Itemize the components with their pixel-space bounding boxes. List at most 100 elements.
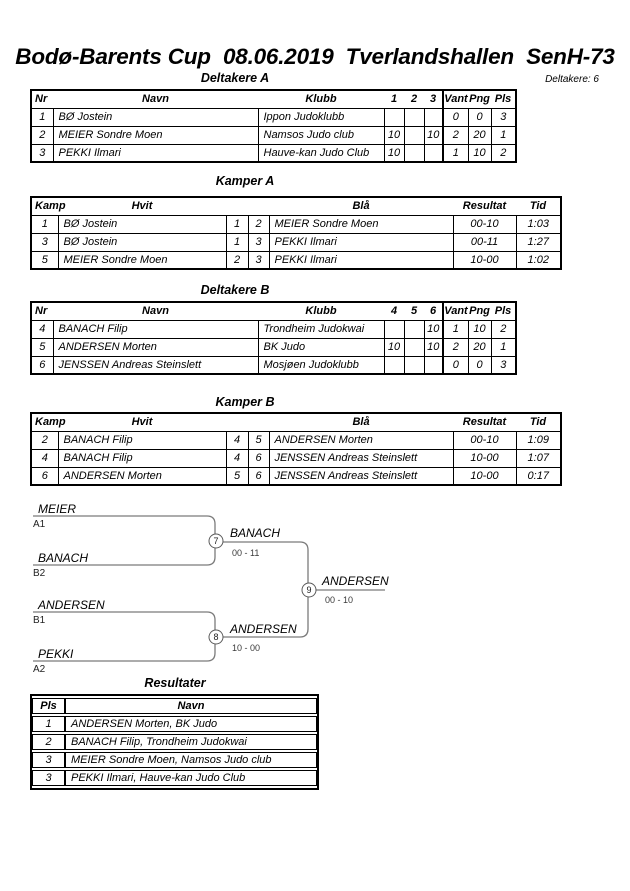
cell-pls: 3: [490, 355, 517, 375]
cell-klubb: BK Judo: [257, 337, 385, 357]
cell-score-4: 10: [383, 337, 405, 357]
cell-score-6: 10: [423, 319, 444, 339]
cell-hvit-nr: 5: [225, 466, 249, 486]
participants-count: Deltakere: 6: [545, 74, 599, 85]
cell-bla: JENSSEN Andreas Steinslett: [268, 466, 454, 486]
cell-bla-nr: 6: [247, 448, 270, 468]
cell-png: 20: [467, 337, 492, 357]
page-title: Bodø-Barents Cup 08.06.2019 Tverlandshal…: [15, 44, 615, 69]
col-header-navn: Navn: [65, 698, 317, 714]
cell-kamp: 5: [30, 250, 59, 270]
table-row: 3 BØ Jostein 1 3 PEKKI Ilmari 00-11 1:27: [30, 232, 562, 252]
cell-pls: 1: [32, 716, 65, 732]
cell-hvit-nr: 1: [225, 214, 249, 234]
cell-navn: BANACH Filip: [52, 319, 259, 339]
cell-score-3: 10: [423, 125, 444, 145]
cell-navn: PEKKI Ilmari: [52, 143, 259, 163]
cell-bla: JENSSEN Andreas Steinslett: [268, 448, 454, 468]
cell-score-4: [383, 319, 405, 339]
col-header-resultat: Resultat: [453, 196, 516, 216]
table-header-row: Nr Navn Klubb 1 2 3 Vant Png Pls: [31, 89, 516, 109]
cell-resultat: 10-00: [452, 448, 517, 468]
table-row: 2 MEIER Sondre Moen Namsos Judo club 10 …: [30, 125, 517, 145]
col-header-vant: Vant: [442, 301, 468, 321]
cell-bla-nr: 2: [247, 214, 270, 234]
cell-hvit: BØ Jostein: [57, 232, 227, 252]
cell-score-5: [403, 337, 425, 357]
cell-pls: 2: [490, 143, 517, 163]
cell-klubb: Hauve-kan Judo Club: [257, 143, 385, 163]
table-row: 2 BANACH Filip 4 5 ANDERSEN Morten 00-10…: [30, 430, 562, 450]
deltakere-b-table: Nr Navn Klubb 4 5 6 Vant Png Pls 4 BANAC…: [30, 301, 517, 375]
cell-png: 20: [467, 125, 492, 145]
match-8-score: 10 - 00: [232, 643, 260, 653]
col-header-tid: Tid: [516, 196, 561, 216]
col-header-bla: Blå: [269, 196, 453, 216]
kamper-b-table: Kamp Hvit Blå Resultat Tid 2 BANACH Fili…: [30, 412, 562, 486]
table-row: 3 MEIER Sondre Moen, Namsos Judo club: [32, 752, 317, 768]
col-header-hvit: Hvit: [58, 412, 226, 432]
table-header-row: Pls Navn: [32, 698, 317, 714]
cell-score-1: 10: [383, 143, 405, 163]
table-row: 5 MEIER Sondre Moen 2 3 PEKKI Ilmari 10-…: [30, 250, 562, 270]
bracket-slot-name: MEIER: [38, 502, 76, 516]
table-row: 2 BANACH Filip, Trondheim Judokwai: [32, 734, 317, 750]
cell-resultat: 00-10: [452, 214, 517, 234]
cell-tid: 0:17: [515, 466, 562, 486]
cell-hvit-nr: 4: [225, 448, 249, 468]
cell-tid: 1:07: [515, 448, 562, 468]
cell-png: 10: [467, 319, 492, 339]
col-header-navn: Navn: [53, 89, 258, 109]
match-9-number: 9: [306, 585, 311, 595]
cell-bla-nr: 5: [247, 430, 270, 450]
col-header-4: 4: [384, 301, 404, 321]
cell-vant: 2: [442, 337, 469, 357]
col-header-kamp: Kamp: [31, 196, 66, 216]
cell-navn: MEIER Sondre Moen: [52, 125, 259, 145]
table-row: 5 ANDERSEN Morten BK Judo 10 10 2 20 1: [30, 337, 517, 357]
cell-hvit-nr: 2: [225, 250, 249, 270]
table-row: 4 BANACH Filip Trondheim Judokwai 10 1 1…: [30, 319, 517, 339]
match-7-number: 7: [213, 536, 218, 546]
cell-score-5: [403, 355, 425, 375]
section-title-kamper-a: Kamper A: [215, 174, 275, 188]
table-row: 1 ANDERSEN Morten, BK Judo: [32, 716, 317, 732]
bracket-slot-name: ANDERSEN: [37, 598, 105, 612]
cell-kamp: 2: [30, 430, 59, 450]
cell-bla-nr: 6: [247, 466, 270, 486]
table-row: 1 BØ Jostein 1 2 MEIER Sondre Moen 00-10…: [30, 214, 562, 234]
table-row: 6 ANDERSEN Morten 5 6 JENSSEN Andreas St…: [30, 466, 562, 486]
col-header-spacer2: [248, 412, 269, 432]
cell-score-1: 10: [383, 125, 405, 145]
cell-png: 10: [467, 143, 492, 163]
cell-score-3: [423, 143, 444, 163]
cell-bla: PEKKI Ilmari: [268, 250, 454, 270]
cell-score-3: [423, 107, 444, 127]
match-9-circle: [301, 582, 317, 598]
cell-hvit: MEIER Sondre Moen: [57, 250, 227, 270]
col-header-spacer2: [248, 196, 269, 216]
cell-vant: 2: [442, 125, 469, 145]
cell-resultat: 00-11: [452, 232, 517, 252]
cell-hvit: BØ Jostein: [57, 214, 227, 234]
col-header-spacer1: [226, 196, 248, 216]
col-header-vant: Vant: [442, 89, 468, 109]
col-header-tid: Tid: [516, 412, 561, 432]
match-8-connector-lines: [33, 611, 216, 662]
cell-klubb: Mosjøen Judoklubb: [257, 355, 385, 375]
col-header-spacer1: [226, 412, 248, 432]
match-8-winner: ANDERSEN: [229, 622, 297, 636]
table-header-row: Kamp Hvit Blå Resultat Tid: [31, 196, 561, 216]
cell-nr: 1: [30, 107, 54, 127]
col-header-nr: Nr: [31, 301, 53, 321]
table-row: 6 JENSSEN Andreas Steinslett Mosjøen Jud…: [30, 355, 517, 375]
section-title-deltakere-a: Deltakere A: [200, 71, 270, 85]
deltakere-a-table: Nr Navn Klubb 1 2 3 Vant Png Pls 1 BØ Jo…: [30, 89, 517, 163]
table-row: 4 BANACH Filip 4 6 JENSSEN Andreas Stein…: [30, 448, 562, 468]
cell-klubb: Trondheim Judokwai: [257, 319, 385, 339]
col-header-kamp: Kamp: [31, 412, 66, 432]
cell-score-2: [403, 143, 425, 163]
match-7-score: 00 - 11: [232, 548, 259, 558]
cell-pls: 2: [490, 319, 517, 339]
